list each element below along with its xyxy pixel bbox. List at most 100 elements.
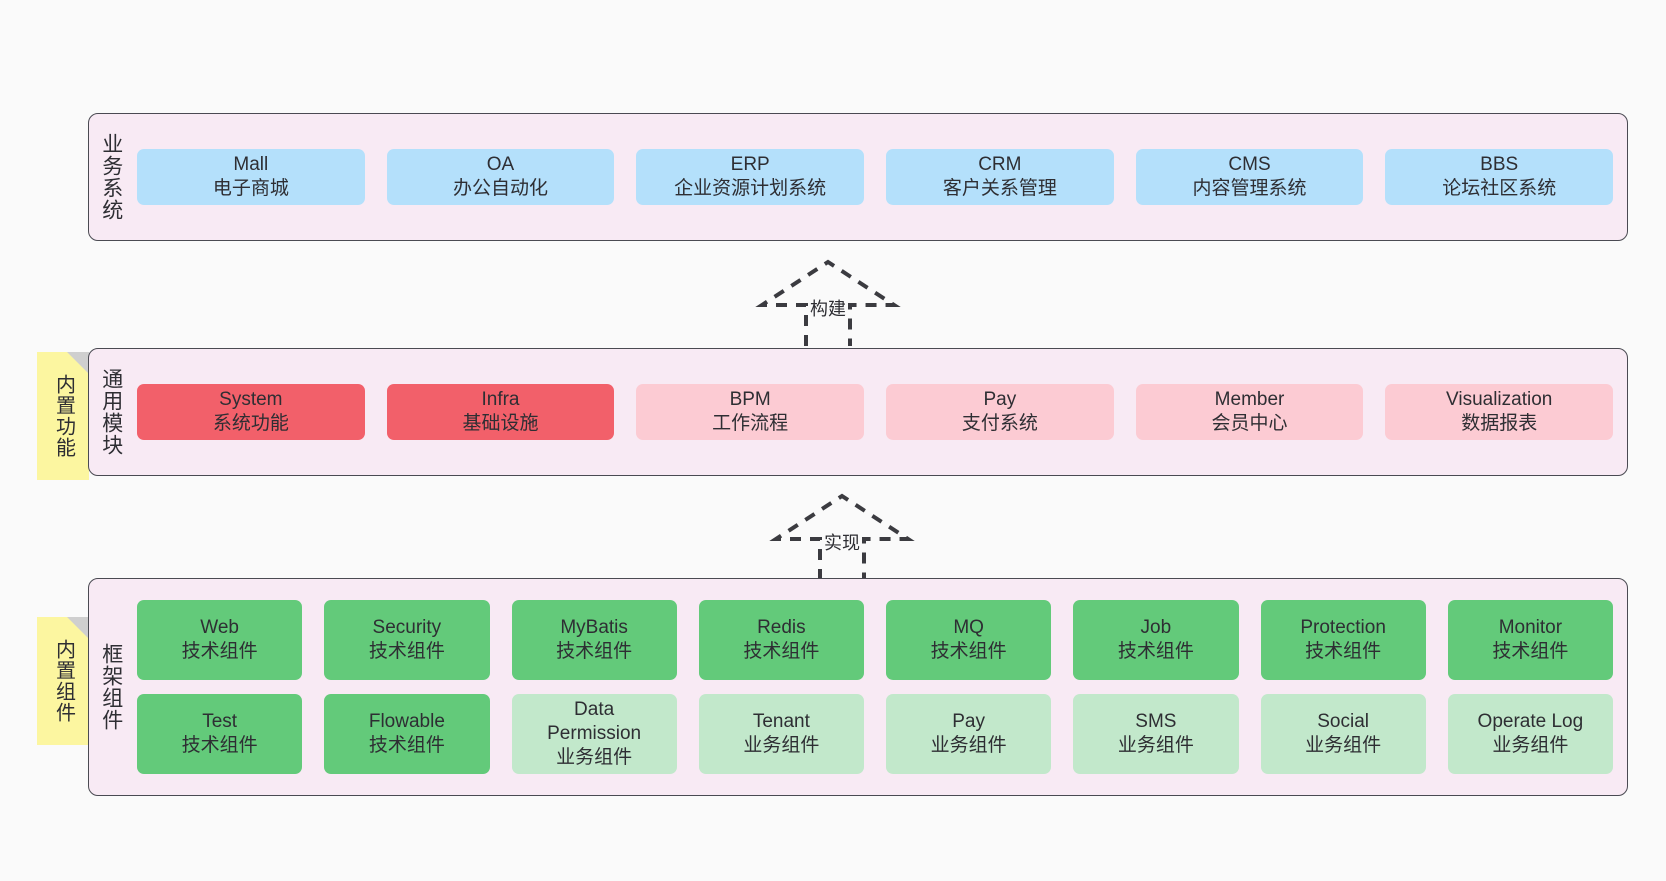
node-title: MQ: [953, 616, 984, 638]
node-subtitle: 基础设施: [462, 413, 539, 434]
node-pay-component[interactable]: Pay 业务组件: [886, 694, 1052, 774]
node-security[interactable]: Security 技术组件: [324, 600, 490, 680]
node-erp[interactable]: ERP 企业资源计划系统: [636, 148, 865, 206]
node-subtitle: 办公自动化: [453, 178, 549, 199]
layer-body-common-module: System 系统功能 Infra 基础设施 BPM 工作流程 Pay 支付系统…: [133, 349, 1627, 475]
sticky-fold-corner-icon: [67, 352, 89, 374]
connector-implement-label: 实现: [824, 533, 860, 553]
node-title: OA: [486, 153, 515, 175]
layer-framework-component: 框架组件 Web 技术组件 Security 技术组件 MyBatis 技术组件…: [88, 578, 1628, 796]
node-title: Member: [1214, 388, 1285, 410]
node-operate-log[interactable]: Operate Log 业务组件: [1447, 694, 1613, 774]
node-subtitle: 客户关系管理: [942, 178, 1057, 199]
node-row: System 系统功能 Infra 基础设施 BPM 工作流程 Pay 支付系统…: [137, 383, 1614, 441]
node-mall[interactable]: Mall 电子商城: [137, 148, 365, 206]
node-title: Test: [202, 710, 238, 732]
layer-title-business-system: 业务系统: [99, 133, 123, 221]
node-subtitle: 业务组件: [743, 735, 820, 756]
build-arrow-icon: [755, 259, 901, 346]
node-subtitle: 工作流程: [712, 413, 789, 434]
node-title: SMS: [1135, 710, 1177, 732]
node-title: ERP: [730, 153, 770, 175]
node-web[interactable]: Web 技术组件: [137, 600, 303, 680]
node-subtitle: 业务组件: [556, 747, 633, 769]
node-title: Tenant: [752, 710, 810, 732]
node-title: Flowable: [368, 710, 445, 732]
node-mq[interactable]: MQ 技术组件: [886, 600, 1052, 680]
node-title: MyBatis: [560, 616, 628, 638]
node-title: Job: [1140, 616, 1172, 638]
node-oa[interactable]: OA 办公自动化: [386, 148, 615, 206]
node-subtitle: 技术组件: [930, 641, 1007, 662]
node-title: BPM: [729, 388, 771, 410]
layer-body-framework-component: Web 技术组件 Security 技术组件 MyBatis 技术组件 Redi…: [133, 579, 1627, 795]
node-title: Social: [1317, 710, 1369, 732]
node-visualization[interactable]: Visualization 数据报表: [1385, 383, 1614, 441]
node-subtitle: 技术组件: [1492, 641, 1569, 662]
node-redis[interactable]: Redis 技术组件: [698, 600, 864, 680]
node-monitor[interactable]: Monitor 技术组件: [1447, 600, 1613, 680]
node-subtitle: 技术组件: [181, 735, 258, 756]
node-title: CMS: [1228, 153, 1271, 175]
node-protection[interactable]: Protection 技术组件: [1260, 600, 1426, 680]
node-title: Security: [372, 616, 442, 638]
node-crm[interactable]: CRM 客户关系管理: [886, 148, 1114, 206]
sticky-fold-corner-icon: [67, 617, 89, 639]
layer-common-module: 通用模块 System 系统功能 Infra 基础设施 BPM 工作流程 Pay…: [88, 348, 1628, 476]
node-job[interactable]: Job 技术组件: [1073, 600, 1239, 680]
node-sms[interactable]: SMS 业务组件: [1073, 694, 1239, 774]
node-subtitle: 技术组件: [368, 735, 445, 756]
node-subtitle: 数据报表: [1461, 413, 1538, 434]
node-title: System: [219, 388, 283, 410]
layer-title-common-module: 通用模块: [99, 368, 123, 456]
node-social[interactable]: Social 业务组件: [1260, 694, 1426, 774]
node-tenant[interactable]: Tenant 业务组件: [698, 694, 864, 774]
connector-build-label: 构建: [810, 299, 846, 319]
node-pay[interactable]: Pay 支付系统: [886, 383, 1114, 441]
node-title: BBS: [1480, 153, 1519, 175]
sticky-note-label: 内置功能: [52, 374, 75, 458]
node-subtitle: 电子商城: [212, 178, 289, 199]
node-subtitle: 业务组件: [1117, 735, 1194, 756]
node-test[interactable]: Test 技术组件: [137, 694, 303, 774]
node-subtitle: 技术组件: [368, 641, 445, 662]
node-system[interactable]: System 系统功能: [137, 383, 365, 441]
node-subtitle: 业务组件: [1305, 735, 1382, 756]
connector-build: 构建: [755, 258, 901, 348]
node-subtitle: 论坛社区系统: [1442, 178, 1557, 199]
node-title: Mall: [233, 153, 269, 175]
implement-arrow-icon: [769, 493, 915, 580]
node-bbs[interactable]: BBS 论坛社区系统: [1385, 148, 1614, 206]
node-mybatis[interactable]: MyBatis 技术组件: [511, 600, 677, 680]
node-subtitle: 系统功能: [212, 413, 289, 434]
node-subtitle: 技术组件: [1305, 641, 1382, 662]
node-subtitle: 内容管理系统: [1192, 178, 1307, 199]
node-row: Test 技术组件 Flowable 技术组件 Data Permission …: [137, 694, 1613, 774]
node-subtitle: 会员中心: [1211, 413, 1288, 434]
node-infra[interactable]: Infra 基础设施: [386, 383, 615, 441]
node-title: Redis: [757, 616, 806, 638]
sticky-note-builtin-function: 内置功能: [37, 352, 89, 480]
connector-implement: 实现: [769, 492, 915, 582]
layer-title-framework-component: 框架组件: [99, 643, 123, 731]
node-subtitle: 企业资源计划系统: [674, 178, 827, 199]
node-bpm[interactable]: BPM 工作流程: [636, 383, 865, 441]
sticky-note-label: 内置组件: [52, 639, 75, 723]
node-title: Monitor: [1498, 616, 1563, 638]
node-subtitle: 业务组件: [1492, 735, 1569, 756]
node-cms[interactable]: CMS 内容管理系统: [1135, 148, 1364, 206]
node-title: Data Permission: [547, 698, 642, 744]
node-subtitle: 技术组件: [556, 641, 633, 662]
node-flowable[interactable]: Flowable 技术组件: [324, 694, 490, 774]
node-title: Visualization: [1446, 388, 1553, 410]
node-title: Web: [200, 616, 239, 638]
sticky-note-builtin-component: 内置组件: [37, 617, 89, 745]
node-row: Mall 电子商城 OA 办公自动化 ERP 企业资源计划系统 CRM 客户关系…: [137, 148, 1614, 206]
node-member[interactable]: Member 会员中心: [1135, 383, 1364, 441]
node-subtitle: 技术组件: [181, 641, 258, 662]
node-data-permission[interactable]: Data Permission 业务组件: [511, 694, 677, 774]
node-subtitle: 技术组件: [1117, 641, 1194, 662]
node-subtitle: 技术组件: [743, 641, 820, 662]
node-subtitle: 支付系统: [961, 413, 1038, 434]
